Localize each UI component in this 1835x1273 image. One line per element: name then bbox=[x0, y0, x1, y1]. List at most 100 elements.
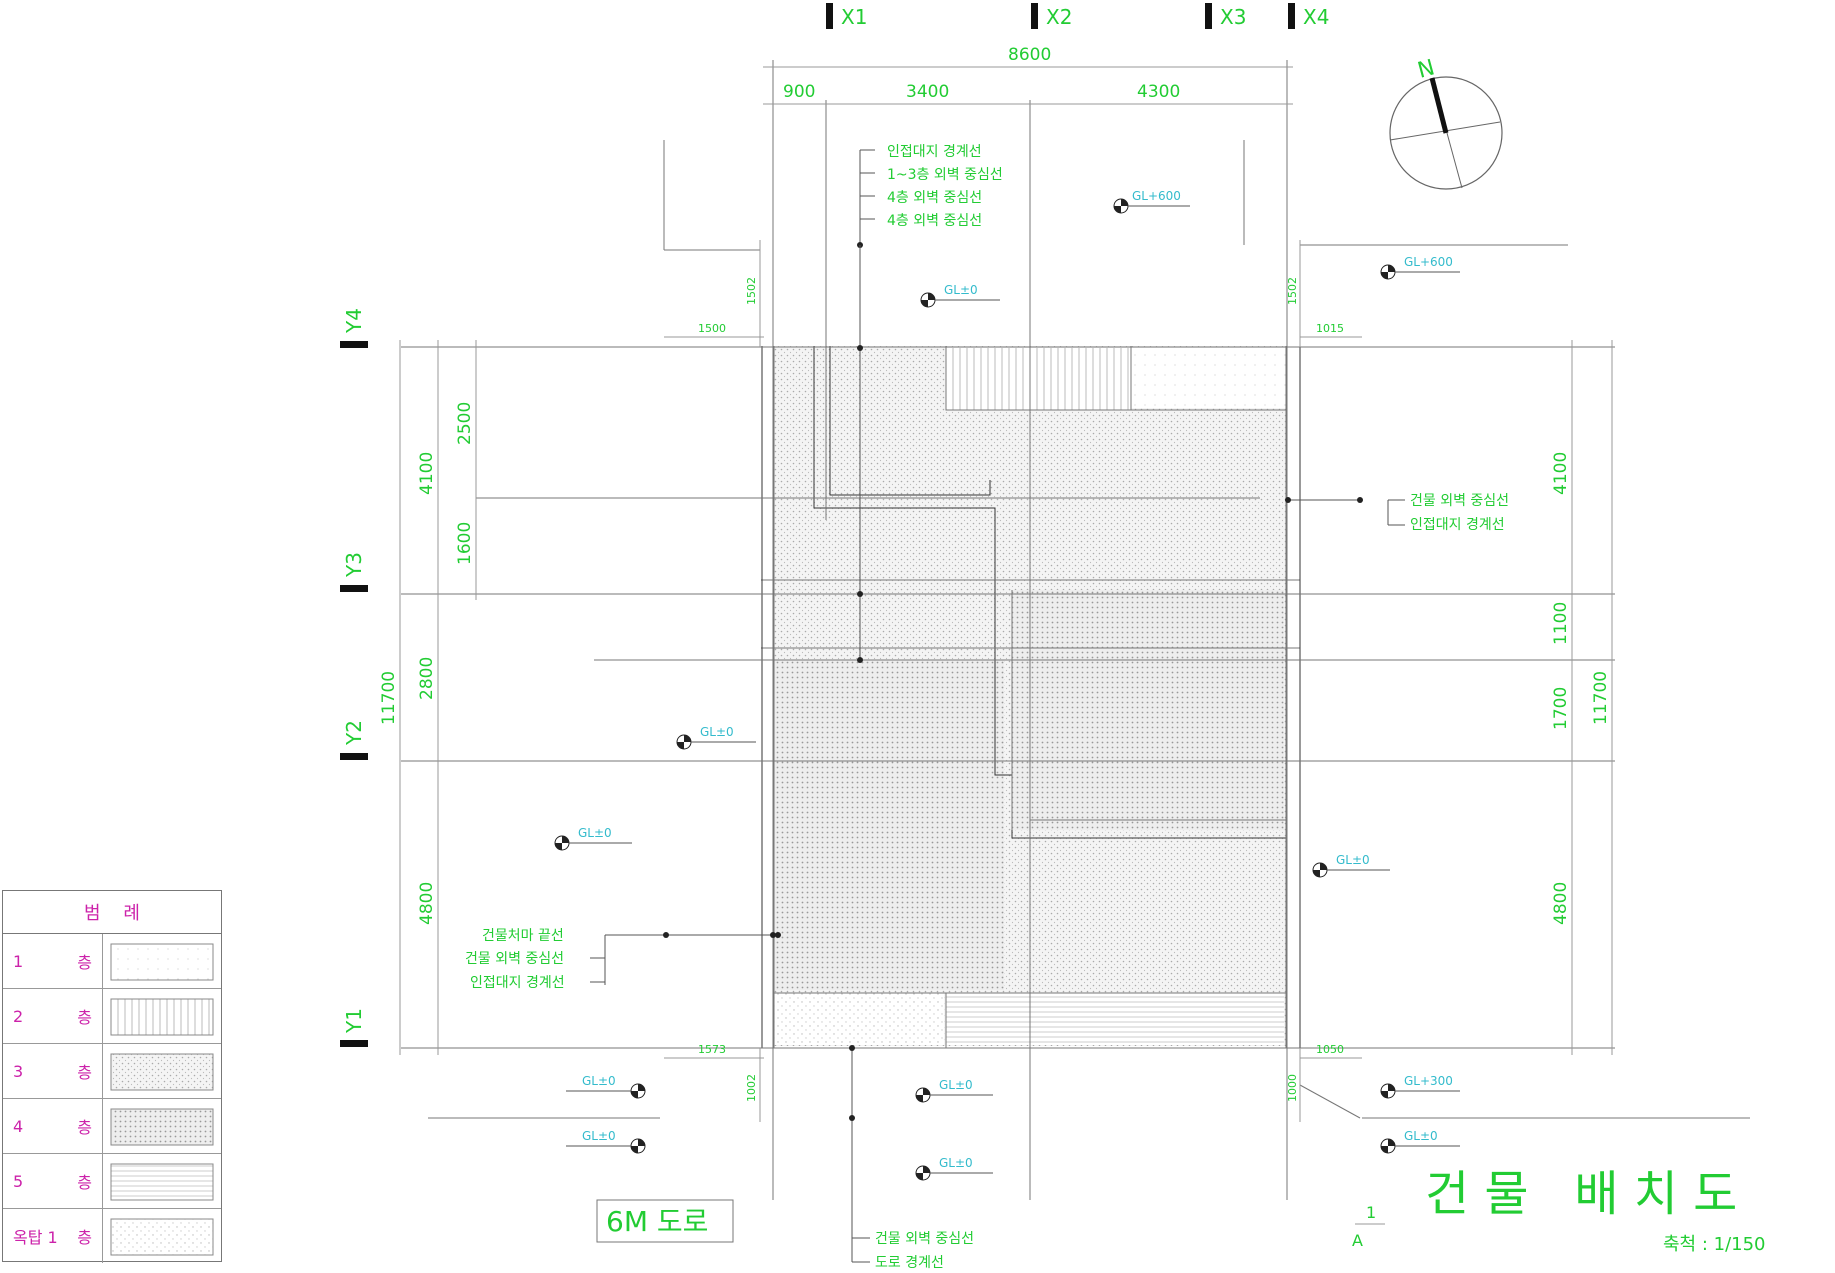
level-marker: GL+600 bbox=[1113, 189, 1190, 214]
legend-swatch bbox=[110, 1053, 214, 1091]
legend-row-number: 5 bbox=[13, 1171, 24, 1191]
note-right-1: 건물 외벽 중심선 bbox=[1410, 493, 1509, 509]
grid-y3: Y3 bbox=[342, 552, 366, 578]
level-bottom-right-1: GL+300 bbox=[1404, 1074, 1453, 1088]
dim-left-total: 11700 bbox=[379, 671, 399, 725]
north-label: N bbox=[1415, 55, 1437, 83]
note-top-3: 4층 외벽 중심선 bbox=[887, 190, 982, 206]
dim-right-3: 1700 bbox=[1551, 687, 1571, 730]
legend-row-unit: 층 bbox=[77, 1228, 92, 1247]
grid-lines bbox=[401, 60, 1750, 1200]
floor-zone-1b bbox=[774, 993, 944, 1045]
grid-x4: X4 bbox=[1303, 5, 1329, 29]
note-top-4: 4층 외벽 중심선 bbox=[887, 213, 982, 229]
level-top-inside: GL+600 bbox=[1132, 189, 1181, 203]
legend-swatch bbox=[110, 998, 214, 1036]
level-left-low: GL±0 bbox=[578, 826, 612, 840]
level-top-center: GL±0 bbox=[944, 283, 978, 297]
legend-row-number: 4 bbox=[13, 1116, 24, 1136]
grid-y2: Y2 bbox=[342, 720, 366, 746]
level-bottom-left-1: GL±0 bbox=[582, 1074, 616, 1088]
level-left-mid: GL±0 bbox=[700, 725, 734, 739]
dim-right-2: 1100 bbox=[1551, 602, 1571, 645]
legend-row-label: 옥탑 1 층 bbox=[3, 1209, 103, 1263]
legend-swatch bbox=[110, 1218, 214, 1256]
legend-row-number: 2 bbox=[13, 1006, 24, 1026]
level-marker: GL±0 bbox=[915, 1156, 993, 1181]
dim-right-4: 4800 bbox=[1551, 882, 1571, 925]
north-arrow: N bbox=[1389, 55, 1503, 190]
note-left-1: 건물처마 끝선 bbox=[482, 928, 564, 944]
level-markers: GL+600 GL±0 GL+600 GL±0 GL±0 GL±0 bbox=[554, 189, 1460, 1181]
dim-setback-tr: 1015 bbox=[1316, 322, 1344, 335]
level-marker: GL±0 bbox=[920, 283, 1000, 308]
level-bottom-left-2: GL±0 bbox=[582, 1129, 616, 1143]
dim-left-inner-2: 1600 bbox=[455, 522, 475, 565]
level-marker: GL+300 bbox=[1380, 1074, 1460, 1099]
dim-setback-br: 1050 bbox=[1316, 1043, 1344, 1056]
dim-left-1: 4100 bbox=[417, 452, 437, 495]
floor-zone-5 bbox=[946, 993, 1284, 1045]
level-bottom-right-2: GL±0 bbox=[1404, 1129, 1438, 1143]
note-bottom-2: 도로 경계선 bbox=[875, 1255, 944, 1271]
grid-markers: X1 X2 X3 X4 Y4 Y3 Y2 Y1 bbox=[340, 3, 1329, 1047]
level-bottom-center-2: GL±0 bbox=[939, 1156, 973, 1170]
dim-vsmall-tr: 1502 bbox=[1286, 277, 1299, 305]
legend-row-unit: 층 bbox=[77, 953, 92, 972]
legend-row-unit: 층 bbox=[77, 1173, 92, 1192]
dim-right-total: 11700 bbox=[1591, 671, 1611, 725]
dim-top-span-1: 900 bbox=[783, 82, 815, 102]
legend-row-unit: 층 bbox=[77, 1063, 92, 1082]
legend-row-unit: 층 bbox=[77, 1008, 92, 1027]
level-top-right: GL+600 bbox=[1404, 255, 1453, 269]
floor-zone-4 bbox=[774, 660, 1004, 990]
dim-left-2: 2800 bbox=[417, 657, 437, 700]
dim-setback-bl: 1573 bbox=[698, 1043, 726, 1056]
grid-x1: X1 bbox=[841, 5, 867, 29]
legend-swatch bbox=[110, 1108, 214, 1146]
annotation-texts: 인접대지 경계선 1~3층 외벽 중심선 4층 외벽 중심선 4층 외벽 중심선… bbox=[465, 144, 1509, 1271]
grid-y4: Y4 bbox=[342, 308, 366, 334]
floor-zone-2 bbox=[946, 348, 1131, 410]
dim-left-3: 4800 bbox=[417, 882, 437, 925]
dim-right-1: 4100 bbox=[1551, 452, 1571, 495]
dim-vsmall-br: 1000 bbox=[1286, 1074, 1299, 1102]
level-marker: GL±0 bbox=[566, 1074, 646, 1099]
floor-zone-3 bbox=[1012, 590, 1284, 830]
level-marker: GL±0 bbox=[554, 826, 632, 851]
grid-x2: X2 bbox=[1046, 5, 1072, 29]
section-mark-top: 1 bbox=[1366, 1203, 1376, 1222]
grid-x3: X3 bbox=[1220, 5, 1246, 29]
drawing-title: 건 물 배 치 도 bbox=[1425, 1166, 1737, 1222]
dim-top-span-2: 3400 bbox=[906, 82, 949, 102]
section-mark-bottom: A bbox=[1352, 1231, 1363, 1250]
level-bottom-center-1: GL±0 bbox=[939, 1078, 973, 1092]
annotation-leaders bbox=[590, 149, 1405, 1263]
level-marker: GL+600 bbox=[1380, 255, 1460, 280]
level-marker: GL±0 bbox=[566, 1129, 646, 1154]
dimension-lines bbox=[399, 66, 1613, 1122]
legend-swatch bbox=[110, 943, 214, 981]
legend-row-unit: 층 bbox=[77, 1118, 92, 1137]
dimension-values: 8600 900 3400 4300 11700 4100 2800 4800 … bbox=[379, 45, 1611, 1102]
road-label: 6M 도로 bbox=[606, 1205, 708, 1238]
legend-row: 옥탑 1 층 bbox=[3, 1209, 221, 1263]
level-marker: GL±0 bbox=[1380, 1129, 1460, 1154]
note-left-2: 건물 외벽 중심선 bbox=[465, 951, 564, 967]
dim-left-inner-1: 2500 bbox=[455, 402, 475, 445]
legend-title: 범 례 bbox=[83, 903, 140, 924]
dim-top-total: 8600 bbox=[1008, 45, 1051, 65]
level-marker: GL±0 bbox=[915, 1078, 993, 1103]
floor-zone-rooftop bbox=[1131, 348, 1286, 408]
legend-row-number: 3 bbox=[13, 1061, 24, 1081]
dim-top-span-3: 4300 bbox=[1137, 82, 1180, 102]
legend-row-number: 옥탑 1 bbox=[13, 1228, 58, 1247]
note-left-3: 인접대지 경계선 bbox=[470, 975, 565, 991]
